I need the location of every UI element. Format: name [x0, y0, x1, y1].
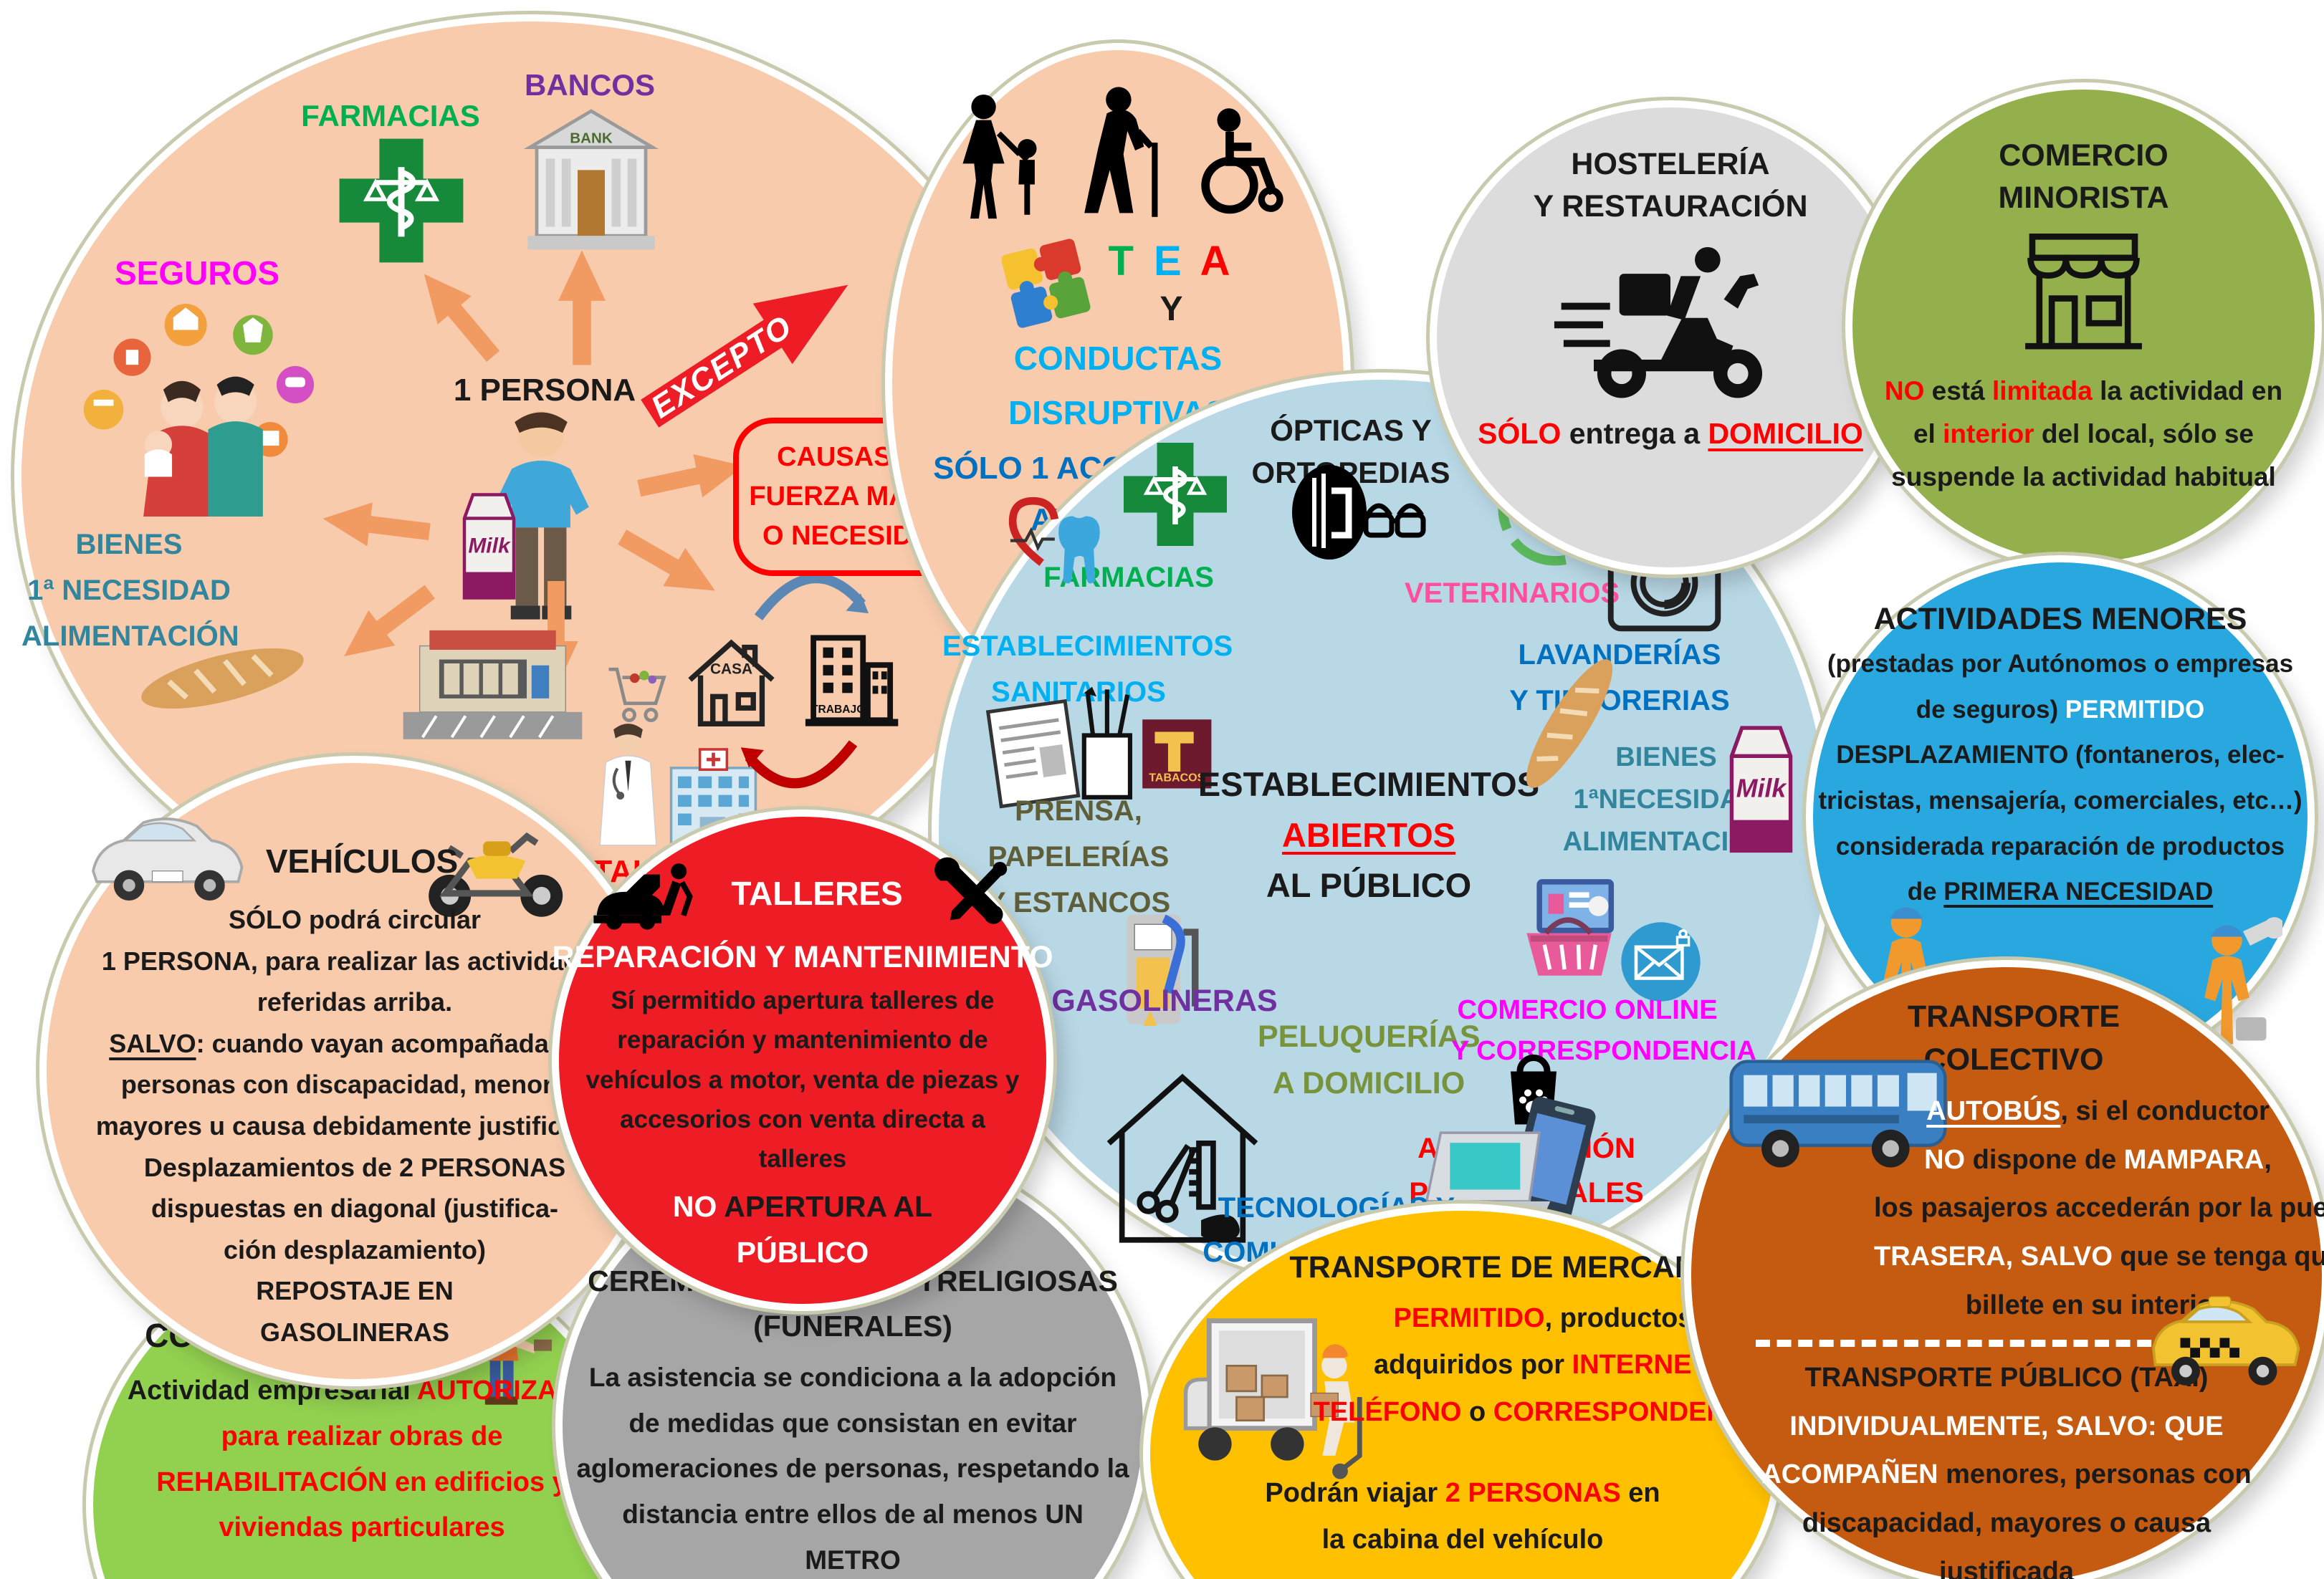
- arrow-left-icon: [320, 494, 432, 557]
- svg-text:CASA: CASA: [710, 661, 752, 677]
- cycle-arrow-top-icon: [754, 573, 869, 620]
- arrow-upleft-icon: [405, 258, 512, 373]
- arrow-up-icon: [555, 251, 609, 365]
- bank-icon: BANK: [523, 109, 659, 250]
- talleres-title: TALLERES: [731, 875, 903, 912]
- arrow-right-down-icon: [610, 515, 728, 613]
- orthopedics-glasses-icon: [1292, 465, 1426, 560]
- mother-child-icon: [962, 94, 1037, 219]
- mechanic-icon: [593, 863, 694, 930]
- svg-text:Milk: Milk: [1736, 774, 1788, 803]
- transporte-colectivo-circle: TRANSPORTE COLECTIVO AUTOBÚS, si el cond…: [1684, 960, 2324, 1579]
- supermarket-building-icon: [403, 630, 583, 739]
- excepto-arrow-banner: EXCEPTO: [629, 254, 869, 446]
- abiertos-center-title: ESTABLECIMIENTOS ABIERTOS AL PÚBLICO: [1197, 765, 1540, 904]
- talleres-circle: TALLERES REPARACIÓN Y MANTENIMIENTO Sí p…: [552, 810, 1053, 1311]
- divider: [1756, 1340, 2257, 1348]
- comercio-title2: MINORISTA: [1998, 181, 2169, 215]
- pharmacy-cross-icon: [1124, 443, 1227, 546]
- comercio-title: COMERCIO: [1999, 138, 2168, 173]
- shop-front-icon: [2025, 233, 2142, 350]
- conductas-label: CONDUCTAS: [1013, 340, 1223, 377]
- talleres-subtitle: REPARACIÓN Y MANTENIMIENTO: [552, 940, 1053, 974]
- milk-carton-icon: Milk: [462, 493, 516, 600]
- press-tobacco-icon: TABACOS: [985, 686, 1212, 809]
- hosteleria-rule: SÓLO entrega a DOMICILIO: [1478, 417, 1863, 450]
- prensa-label: PRENSA, PAPELERÍAS Y ESTANCOS: [986, 795, 1171, 918]
- doctor-icon: [599, 724, 657, 846]
- taxi-icon: [2152, 1296, 2300, 1386]
- svg-text:BANK: BANK: [570, 130, 613, 146]
- svg-text:TRABAJO: TRABAJO: [811, 704, 865, 716]
- baguette-icon: [1526, 659, 1613, 788]
- gas-pump-icon: [1127, 914, 1199, 1027]
- svg-text:TABACOS: TABACOS: [1149, 772, 1205, 784]
- bus-icon: [1729, 1060, 1947, 1168]
- veterinarios-label: VETERINARIOS: [1404, 577, 1620, 609]
- svg-text:Milk: Milk: [468, 534, 511, 558]
- tools-icon: [934, 857, 1007, 924]
- ceremonias-subtitle: (FUNERALES): [753, 1310, 952, 1343]
- hosteleria-title: HOSTELERÍA: [1571, 147, 1770, 181]
- wheelchair-icon: [1201, 108, 1283, 214]
- tea-label: T E A: [1108, 238, 1235, 284]
- allowed-activities-circle: FARMACIAS BANCOS BANK SEGUROS: [14, 14, 1046, 939]
- arrow-right-up-icon: [633, 441, 749, 513]
- insurance-family-icon: [83, 304, 315, 517]
- colectivo-title: TRANSPORTE: [1907, 999, 2120, 1034]
- pharmacy-cross-icon: [339, 138, 464, 263]
- health-heart-tooth-icon: [1008, 496, 1100, 584]
- motorcycle-icon: [429, 832, 563, 917]
- baguette-icon: [141, 648, 304, 709]
- vehiculos-title: VEHÍCULOS: [265, 843, 459, 880]
- bienes-necesidad-label: BIENES 1ª NECESIDAD ALIMENTACIÓN: [21, 529, 239, 652]
- hosteleria-circle: HOSTELERÍA Y RESTAURACIÓN SÓLO entrega a…: [1430, 100, 1911, 575]
- casa-icon: CASA: [688, 639, 775, 726]
- hosteleria-title2: Y RESTAURACIÓN: [1533, 189, 1808, 224]
- trabajo-icon: TRABAJO: [805, 635, 899, 726]
- y-label: Y: [1159, 290, 1183, 328]
- car-icon: [92, 817, 244, 901]
- comercio-minorista-circle: COMERCIO MINORISTA NO está limitada la a…: [1845, 82, 2322, 570]
- online-shopping-icon: [1526, 879, 1615, 976]
- mail-icon: [1621, 922, 1701, 1002]
- elderly-cane-icon: [1084, 87, 1158, 217]
- shopping-cart-icon: [608, 667, 666, 722]
- seguros-label: SEGUROS: [114, 254, 280, 292]
- actividades-title: ACTIVIDADES MENORES: [1873, 602, 2247, 636]
- repairman-icon: [2204, 917, 2282, 1045]
- home-hairdressing-icon: [1106, 1073, 1258, 1243]
- una-persona-label: 1 PERSONA: [453, 373, 636, 408]
- gasolineras-label: GASOLINERAS: [1051, 984, 1278, 1018]
- bancos-label: BANCOS: [524, 68, 655, 102]
- ceremonias-rules: La asistencia se condiciona a la adopció…: [576, 1363, 1129, 1575]
- delivery-truck-icon: [1183, 1318, 1362, 1479]
- farmacias-label: FARMACIAS: [301, 99, 480, 133]
- milk-carton-icon: Milk: [1729, 726, 1793, 853]
- laptop-phone-icon: [1416, 1097, 1596, 1222]
- delivery-scooter-icon: [1554, 246, 1763, 398]
- colectivo-title2: COLECTIVO: [1923, 1042, 2104, 1077]
- autism-puzzle-icon: [1001, 238, 1091, 328]
- cycle-arrow-bottom-icon: [740, 740, 858, 789]
